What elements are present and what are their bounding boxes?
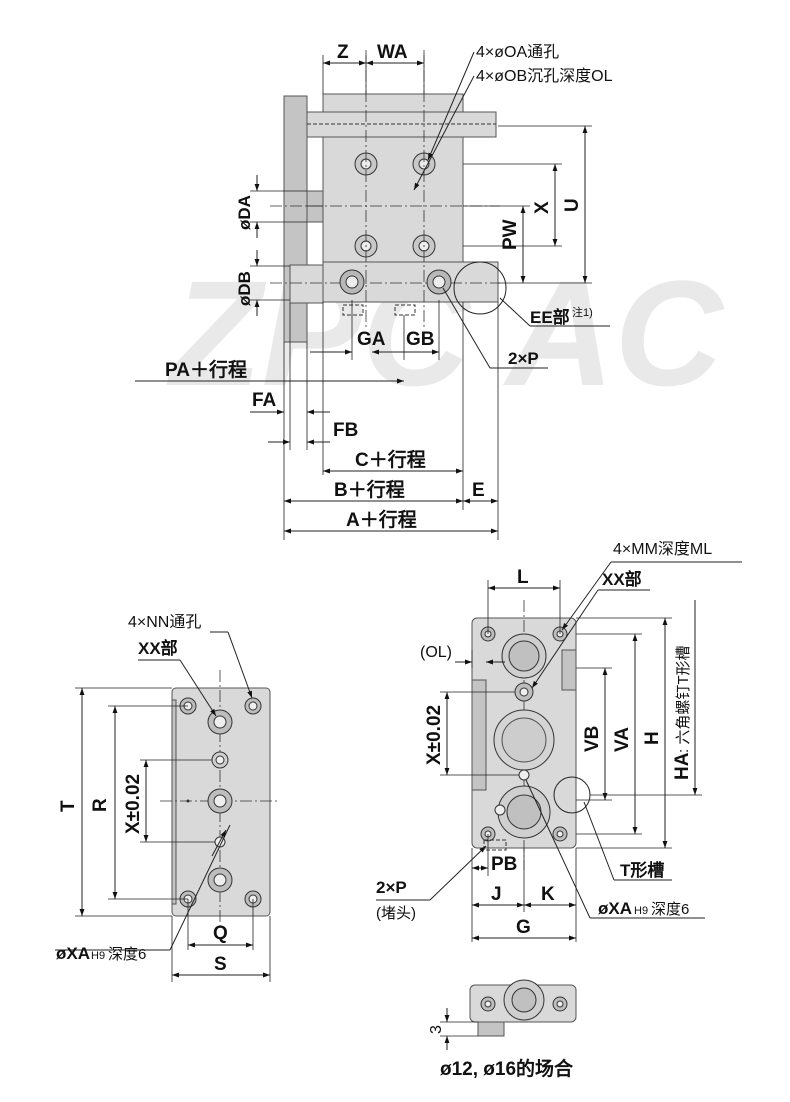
dim-ha-note: : 六角螺钉T形槽 [675,646,692,754]
label-xa-front-depth: 深度6 [108,946,146,963]
ee-detail-circle [453,261,507,315]
dim-x-front: X±0.02 [123,774,144,834]
end-view: 4×MM深度ML XX部 L (OL) X±0.02 VB VA [376,540,742,942]
label-tslot: T形槽 [620,860,664,880]
small-view-caption: ø12, ø16的场合 [440,1057,574,1080]
dim-a: A＋行程 [346,508,417,531]
dim-t: T [58,800,79,812]
label-nn: 4×NN通孔 [128,613,201,631]
dim-va: VA [612,727,633,752]
dim-h: H [642,731,663,745]
label-ee: EE部 [530,307,570,327]
label-ol: (OL) [420,644,452,661]
label-xa-end: øXA [598,899,632,918]
dim-vb: VB [582,726,603,752]
end-holes [480,626,568,842]
dim-k: K [541,884,555,905]
dim-r: R [90,798,111,812]
dim-b: B＋行程 [334,478,405,501]
dim-c: C＋行程 [355,448,426,471]
dim-oda: øDA [235,195,254,230]
dim-q: Q [213,923,228,944]
dim-u: U [562,198,583,212]
top-view: Z WA 4×øOA通孔 4×øOB沉孔深度OL X U PW øDA øDB [135,42,613,540]
top-port-block [289,264,324,304]
label-2p-end: 2×P [376,878,407,897]
dim-wa: WA [377,42,408,63]
top-guide-rod [306,111,497,138]
label-xa-front-tol: H9 [91,950,105,962]
label-ee-note: 注1) [572,305,593,319]
dim-x-end: X±0.02 [424,705,445,765]
label-xa-front: øXA [56,944,90,963]
label-ob: 4×øOB沉孔深度OL [476,67,613,85]
dim-z: Z [337,42,349,63]
dim-3: 3 [428,1025,445,1034]
label-plug: (堵头) [376,905,416,922]
dim-pa: PA＋行程 [165,358,247,381]
label-oa: 4×øOA通孔 [476,43,559,61]
label-2p-top: 2×P [508,349,539,368]
dim-s: S [214,954,227,975]
top-end-plate [283,95,308,343]
label-xx-end: XX部 [602,569,642,589]
front-view: 4×NN通孔 XX部 T R X±0.02 øXA H9 深度6 Q [55,613,280,982]
dim-gb: GB [406,329,435,350]
dim-g: G [516,917,531,938]
label-mm: 4×MM深度ML [613,540,712,558]
dim-pb: PB [491,854,517,875]
dim-ga: GA [357,329,386,350]
dim-fa: FA [252,390,277,411]
top-rod-stub [306,190,324,223]
label-xa-end-tol: H9 [634,905,648,917]
dim-pw: PW [500,219,521,250]
small-view: 3 ø12, ø16的场合 [428,979,577,1080]
label-xx-front: XX部 [138,638,178,658]
dim-j: J [491,884,502,905]
dim-x: X [532,201,553,214]
dim-fb: FB [333,420,358,441]
dim-e: E [472,480,485,501]
dim-l: L [517,567,529,588]
dim-ha: HA [672,752,693,780]
label-xa-end-depth: 深度6 [651,901,689,918]
dim-odb: øDB [235,271,254,306]
